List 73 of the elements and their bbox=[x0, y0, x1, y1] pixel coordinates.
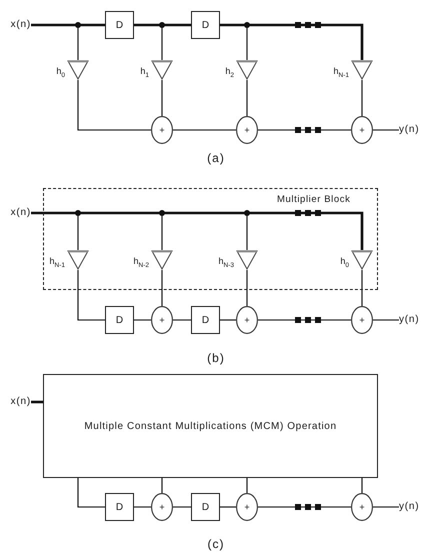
operation-box bbox=[43, 374, 378, 478]
connector-line bbox=[220, 506, 236, 508]
multiplier-triangle bbox=[151, 250, 173, 270]
adder-circle: + bbox=[351, 493, 373, 521]
coefficient-label: h$_{N-1}$ bbox=[334, 66, 349, 81]
connector-line bbox=[361, 80, 363, 116]
connector-line bbox=[246, 270, 248, 306]
connector-line bbox=[134, 506, 151, 508]
connector-line bbox=[373, 129, 399, 131]
connector-line bbox=[258, 319, 351, 321]
connector-line bbox=[31, 400, 43, 404]
delay-box: D bbox=[105, 11, 134, 39]
adder-circle: + bbox=[351, 116, 373, 144]
coefficient-label: h$_{0}$ bbox=[56, 66, 65, 81]
connector-line bbox=[258, 129, 351, 131]
signal-label: y(n) bbox=[399, 501, 420, 513]
connector-line bbox=[361, 478, 363, 493]
connector-line bbox=[246, 80, 248, 116]
connector-line bbox=[220, 24, 364, 60]
adder-circle: + bbox=[236, 306, 258, 334]
multiplier-triangle bbox=[67, 250, 89, 270]
connector-line bbox=[246, 478, 248, 493]
connector-line bbox=[31, 24, 105, 26]
connector-line bbox=[77, 80, 151, 131]
coefficient-label: h$_{N-2}$ bbox=[134, 256, 149, 271]
coefficient-label: h$_{2}$ bbox=[225, 66, 234, 81]
delay-box: D bbox=[191, 493, 220, 521]
multiplier-triangle bbox=[236, 60, 258, 80]
connector-line bbox=[77, 270, 105, 321]
block-title: Multiplier Block bbox=[277, 194, 350, 206]
multiplier-triangle bbox=[351, 60, 373, 80]
connector-line bbox=[31, 212, 364, 250]
multiplier-triangle bbox=[67, 60, 89, 80]
adder-circle: + bbox=[351, 306, 373, 334]
connector-line bbox=[361, 270, 363, 306]
connector-line bbox=[161, 478, 163, 493]
connector-line bbox=[173, 506, 191, 508]
signal-label: y(n) bbox=[399, 124, 420, 136]
connector-line bbox=[373, 506, 399, 508]
panel-label: (c) bbox=[208, 537, 224, 551]
adder-circle: + bbox=[236, 493, 258, 521]
delay-box: D bbox=[105, 493, 134, 521]
connector-line bbox=[161, 270, 163, 306]
adder-circle: + bbox=[151, 116, 173, 144]
connector-line bbox=[373, 319, 399, 321]
coefficient-label: h$_{N-1}$ bbox=[50, 256, 65, 271]
coefficient-label: h$_{1}$ bbox=[140, 66, 149, 81]
connector-line bbox=[161, 80, 163, 116]
signal-label: y(n) bbox=[399, 314, 420, 326]
panel-label: (a) bbox=[207, 151, 225, 165]
operation-label: Multiple Constant Multiplications (MCM) Operation bbox=[84, 420, 337, 432]
coefficient-label: h$_{N-3}$ bbox=[218, 256, 234, 271]
delay-box: D bbox=[105, 306, 134, 334]
delay-box: D bbox=[191, 306, 220, 334]
connector-line bbox=[134, 319, 151, 321]
multiplier-triangle bbox=[351, 250, 373, 270]
connector-line bbox=[134, 24, 191, 26]
adder-circle: + bbox=[151, 306, 173, 334]
connector-line bbox=[258, 506, 351, 508]
adder-circle: + bbox=[236, 116, 258, 144]
panel-label: (b) bbox=[207, 351, 225, 365]
signal-label: x(n) bbox=[10, 207, 31, 219]
connector-line bbox=[220, 319, 236, 321]
multiplier-triangle bbox=[236, 250, 258, 270]
delay-box: D bbox=[191, 11, 220, 39]
connector-line bbox=[173, 129, 236, 131]
connector-line bbox=[173, 319, 191, 321]
connector-line bbox=[77, 478, 105, 508]
signal-label: x(n) bbox=[10, 19, 31, 31]
multiplier-triangle bbox=[151, 60, 173, 80]
signal-label: x(n) bbox=[10, 396, 31, 408]
coefficient-label: h$_{0}$ bbox=[340, 256, 349, 271]
adder-circle: + bbox=[151, 493, 173, 521]
